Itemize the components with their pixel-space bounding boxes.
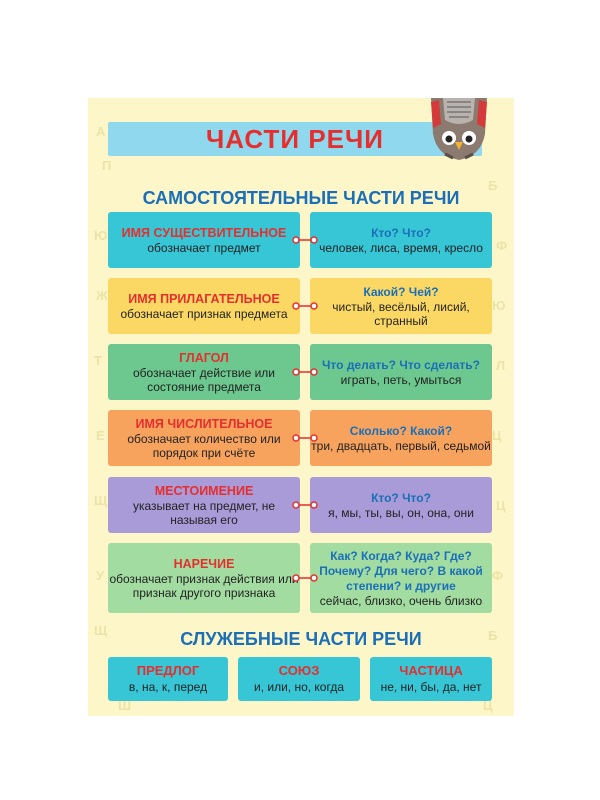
service-parts-heading: СЛУЖЕБНЫЕ ЧАСТИ РЕЧИ — [180, 629, 422, 649]
part-examples: играть, петь, умыться — [340, 372, 462, 387]
bg-letter: Щ — [94, 493, 108, 508]
service-part-name: ЧАСТИЦА — [399, 663, 463, 678]
question-card-numeral: Сколько? Какой? три, двадцать, первый, с… — [310, 410, 492, 466]
bg-letter: А — [96, 124, 106, 139]
part-name: ИМЯ ЧИСЛИТЕЛЬНОЕ — [135, 416, 273, 431]
part-questions: Кто? Что? — [371, 225, 431, 240]
part-description: обозначает признак действия или признак … — [109, 571, 299, 600]
bg-letter: Е — [96, 428, 105, 443]
service-part-name: СОЮЗ — [278, 663, 320, 678]
service-card-particle: ЧАСТИЦА не, ни, бы, да, нет — [370, 657, 492, 701]
bg-letter: Щ — [94, 623, 108, 638]
connector-icon — [292, 501, 318, 509]
bg-letter: Ф — [492, 568, 504, 583]
question-card-adverb: Как? Когда? Куда? Где? Почему? Для чего?… — [310, 543, 492, 613]
bg-letter: Ш — [118, 698, 132, 713]
question-card-adjective: Какой? Чей? чистый, весёлый, лисий, стра… — [310, 278, 492, 334]
service-part-examples: не, ни, бы, да, нет — [380, 680, 482, 694]
part-card-verb: ГЛАГОЛ обозначает действие или состояние… — [108, 344, 300, 400]
service-part-examples: и, или, но, когда — [254, 680, 344, 694]
part-name: НАРЕЧИЕ — [173, 556, 235, 571]
part-questions: Кто? Что? — [371, 490, 431, 505]
part-description: указывает на предмет, не называя его — [132, 498, 276, 527]
bg-letter: Ц — [483, 698, 493, 713]
part-questions: Какой? Чей? — [363, 284, 439, 299]
poster-background: А Б П Ю Ж Т Е Щ У Щ Ш Б Ф Ю Л Ц Ц Ф Б Ц — [88, 98, 514, 716]
service-part-name: ПРЕДЛОГ — [136, 663, 200, 678]
part-description: обозначает количество или порядок при сч… — [127, 431, 281, 460]
part-examples: чистый, весёлый, лисий, странный — [332, 299, 470, 328]
bg-letter: Ж — [96, 288, 108, 303]
bg-letter: Л — [496, 358, 506, 373]
bg-letter: Ю — [94, 228, 108, 243]
connector-icon — [292, 434, 318, 442]
part-card-pronoun: МЕСТОИМЕНИЕ указывает на предмет, не наз… — [108, 477, 300, 533]
part-card-numeral: ИМЯ ЧИСЛИТЕЛЬНОЕ обозначает количество и… — [108, 410, 300, 466]
page-title: ЧАСТИ РЕЧИ — [206, 124, 384, 154]
service-part-examples: в, на, к, перед — [128, 680, 208, 694]
connector-icon — [292, 236, 318, 244]
title-bar — [108, 122, 482, 156]
bg-letter: Б — [488, 628, 498, 643]
part-name: ГЛАГОЛ — [179, 350, 229, 365]
part-questions: Сколько? Какой? — [349, 423, 453, 438]
part-examples: три, двадцать, первый, седьмой — [311, 438, 491, 453]
service-card-preposition: ПРЕДЛОГ в, на, к, перед — [108, 657, 228, 701]
part-examples: я, мы, ты, вы, он, она, они — [328, 505, 474, 520]
connector-icon — [292, 368, 318, 376]
part-description: обозначает предмет — [147, 240, 261, 255]
question-card-pronoun: Кто? Что? я, мы, ты, вы, он, она, они — [310, 477, 492, 533]
bg-letter: У — [96, 568, 105, 583]
part-card-adverb: НАРЕЧИЕ обозначает признак действия или … — [108, 543, 300, 613]
bg-letter: П — [102, 158, 112, 173]
independent-parts-heading: САМОСТОЯТЕЛЬНЫЕ ЧАСТИ РЕЧИ — [142, 188, 460, 208]
part-questions: Как? Когда? Куда? Где? Почему? Для чего?… — [319, 548, 483, 593]
bg-letter: Ц — [492, 428, 502, 443]
part-examples: человек, лиса, время, кресло — [319, 240, 483, 255]
owl-mascot-icon — [431, 98, 487, 160]
service-card-conjunction: СОЮЗ и, или, но, когда — [238, 657, 360, 701]
part-questions: Что делать? Что сделать? — [322, 357, 480, 372]
bg-letter: Б — [488, 178, 498, 193]
part-name: ИМЯ СУЩЕСТВИТЕЛЬНОЕ — [121, 225, 287, 240]
bg-letter: Ю — [492, 298, 506, 313]
part-description: обозначает признак предмета — [120, 306, 288, 321]
bg-letter: Т — [94, 353, 102, 368]
part-name: МЕСТОИМЕНИЕ — [154, 483, 254, 498]
part-card-adjective: ИМЯ ПРИЛАГАТЕЛЬНОЕ обозначает признак пр… — [108, 278, 300, 334]
part-name: ИМЯ ПРИЛАГАТЕЛЬНОЕ — [128, 291, 280, 306]
bg-letter: Ц — [496, 498, 506, 513]
question-card-noun: Кто? Что? человек, лиса, время, кресло — [310, 212, 492, 268]
question-card-verb: Что делать? Что сделать? играть, петь, у… — [310, 344, 492, 400]
part-card-noun: ИМЯ СУЩЕСТВИТЕЛЬНОЕ обозначает предмет — [108, 212, 300, 268]
part-description: обозначает действие или состояние предме… — [132, 365, 276, 394]
connector-icon — [292, 574, 318, 582]
bg-letter: Ф — [496, 238, 508, 253]
part-examples: сейчас, близко, очень близко — [319, 593, 483, 608]
connector-icon — [292, 302, 318, 310]
